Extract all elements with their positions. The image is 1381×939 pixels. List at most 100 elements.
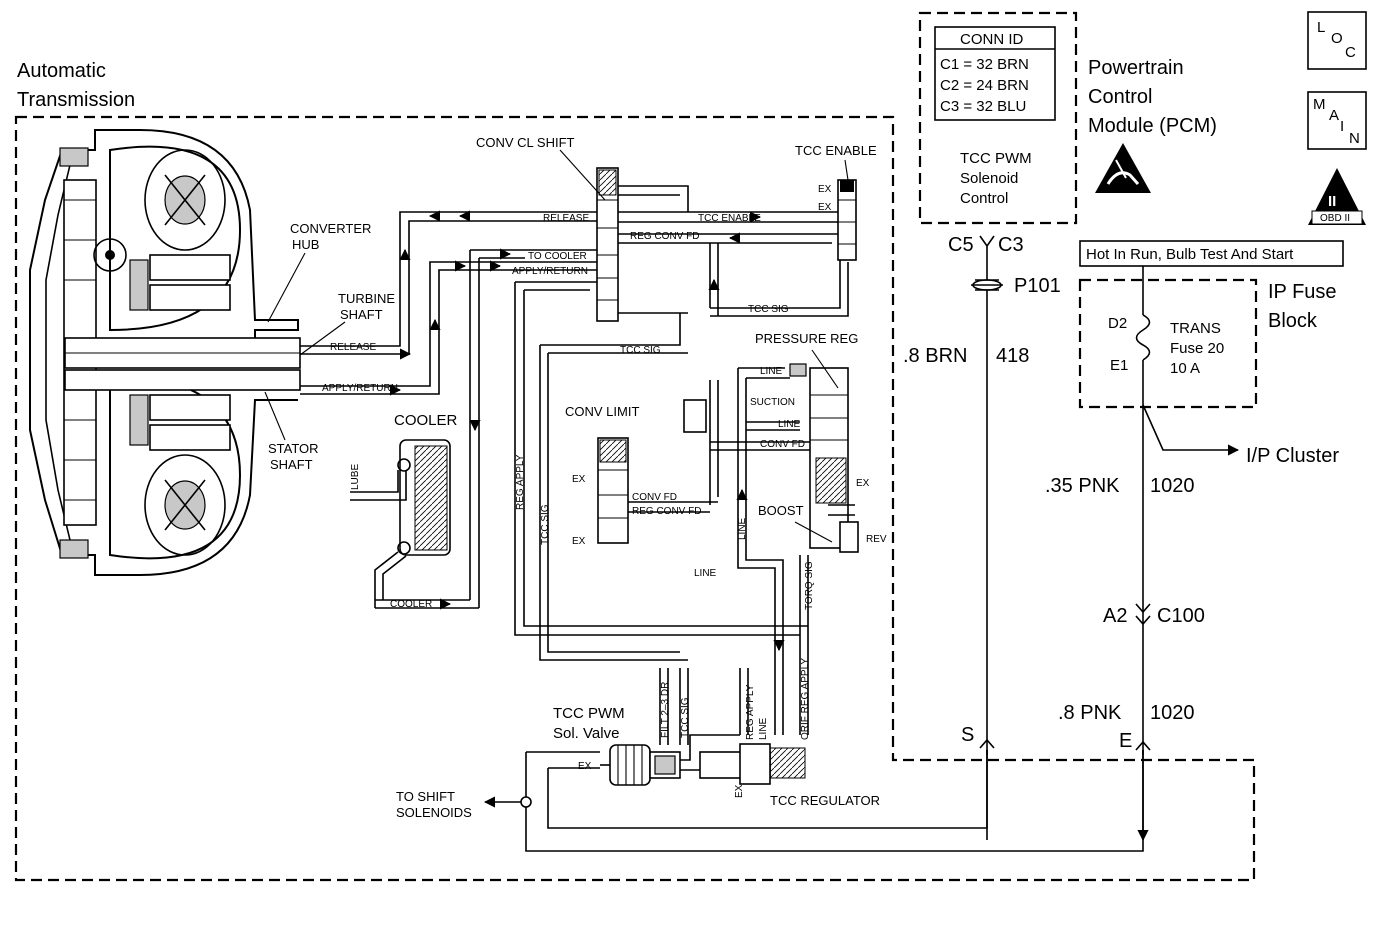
cooler-label: COOLER: [394, 412, 458, 429]
conn-id-row-2: C2 = 24 BRN: [940, 77, 1029, 94]
conv-cl-shift-label: CONV CL SHIFT: [476, 135, 575, 150]
pin-e-connector: [1135, 740, 1151, 751]
ip-cluster-label: I/P Cluster: [1246, 445, 1339, 467]
cooler-bottom-label: COOLER: [390, 599, 432, 610]
fuse-block-label-1: IP Fuse: [1268, 281, 1337, 303]
tcc-enable-ex-2: EX: [818, 202, 832, 213]
suction-label: SUCTION: [750, 397, 795, 408]
fuse-block-label-2: Block: [1268, 310, 1318, 332]
conv-fd-cl-label: CONV FD: [632, 492, 677, 503]
release-shaft-label: RELEASE: [330, 342, 376, 353]
to-shift-solenoids-label-2: SOLENOIDS: [396, 805, 472, 820]
pressure-reg-label: PRESSURE REG: [755, 331, 858, 346]
loc-badge: [1307, 11, 1367, 70]
turbine-shaft-label-1: TURBINE: [338, 291, 395, 306]
esd-warning-icon: [1095, 143, 1151, 193]
d2-label: D2: [1108, 315, 1127, 332]
ip-fuse-block: [1078, 266, 1258, 755]
c100-label: C100: [1157, 605, 1205, 627]
apply-return-label: APPLY/RETURN: [512, 266, 588, 277]
reg-apply-vertical-label: REG APPLY: [515, 454, 526, 510]
apply-return-shaft-label: APPLY/RETURN: [322, 383, 398, 394]
obd-ii-text: OBD II: [1320, 213, 1350, 224]
main-badge-letter-n: N: [1349, 130, 1360, 147]
ex-solenoid-label: EX: [578, 761, 592, 772]
loc-badge-letter-l: L: [1317, 19, 1325, 36]
transmission-boundary: [14, 115, 1256, 882]
conn-id-table: [934, 26, 1056, 121]
to-cooler-label: TO COOLER: [528, 251, 587, 262]
boost-leader: [794, 521, 833, 543]
pcm-name-2: Control: [1088, 86, 1152, 108]
pnk2-wire-number: 1020: [1150, 702, 1195, 724]
reg-conv-fd-top-label: REG CONV FD: [630, 231, 699, 242]
connector-c5-c3: [979, 235, 995, 755]
main-badge: [1307, 91, 1367, 150]
converter-hub-label-2: HUB: [292, 237, 319, 252]
tcc-enable-line-label: TCC ENABLE: [698, 213, 761, 224]
conv-limit-ex-1: EX: [572, 474, 586, 485]
line-vertical-label: LINE: [737, 517, 748, 540]
stator-shaft-leader: [264, 391, 286, 441]
pin-s-label: S: [961, 724, 974, 746]
conv-cl-shift-leader: [559, 149, 606, 201]
turbine-shaft-label-2: SHAFT: [340, 307, 383, 322]
torq-sig-label: TORQ SIG: [804, 561, 815, 610]
splice-p101: [971, 279, 1003, 291]
pcm-control-label-2: Solenoid: [960, 170, 1018, 187]
tcc-pwm-solenoid-valve: [600, 668, 806, 786]
pnk1-wire-gauge: .35 PNK: [1045, 475, 1120, 497]
ex-pressure-reg-label: EX: [856, 478, 870, 489]
line-solenoid-label: LINE: [758, 717, 769, 740]
conn-id-row-1: C1 = 32 BRN: [940, 56, 1029, 73]
pnk1-wire-number: 1020: [1150, 475, 1195, 497]
conv-fd-label: CONV FD: [760, 439, 805, 450]
tcc-sig-right-label: TCC SIG: [748, 304, 789, 315]
torque-converter: [29, 129, 301, 576]
pin-e-label: E: [1119, 730, 1132, 752]
obd-ii-icon: [1308, 168, 1366, 225]
line-2-label: LINE: [778, 419, 801, 430]
stator-shaft-label-1: STATOR: [268, 441, 319, 456]
fuse-label-3: 10 A: [1170, 360, 1200, 377]
brn-wire-gauge: .8 BRN: [903, 345, 967, 367]
transmission-title-2: Transmission: [17, 89, 135, 111]
pcm-control-label-3: Control: [960, 190, 1008, 207]
loc-badge-letter-o: O: [1331, 30, 1343, 47]
hydraulic-passages: [300, 185, 849, 735]
tcc-sig-mid-label: TCC SIG: [620, 345, 661, 356]
tcc-enable-valve: [837, 179, 857, 261]
hot-in-run-label: Hot In Run, Bulb Test And Start: [1086, 246, 1294, 263]
conn-id-row-3: C3 = 32 BLU: [940, 98, 1026, 115]
conv-limit-passages: [628, 501, 718, 513]
ex-regulator-label: EX: [734, 784, 745, 798]
a2-label: A2: [1103, 605, 1127, 627]
to-shift-solenoids-label-1: TO SHIFT: [396, 789, 455, 804]
boost-label: BOOST: [758, 503, 804, 518]
pcm-name-1: Powertrain: [1088, 57, 1184, 79]
converter-hub-leader: [267, 252, 306, 323]
flow-arrows: [389, 210, 785, 652]
conv-limit-label: CONV LIMIT: [565, 404, 639, 419]
rev-label: REV: [866, 534, 887, 545]
converter-hub-label-1: CONVERTER: [290, 221, 371, 236]
pcm-boundary: [918, 11, 1078, 225]
pnk2-wire-gauge: .8 PNK: [1058, 702, 1122, 724]
main-badge-letter-i: I: [1340, 118, 1344, 135]
pressure-reg-leader: [811, 349, 839, 389]
fuse-label-2: Fuse 20: [1170, 340, 1224, 357]
tcc-pwm-sol-label-1: TCC PWM: [553, 705, 625, 722]
lube-label: LUBE: [350, 464, 361, 490]
turbine-shaft-leader: [299, 321, 346, 356]
transmission-title-1: Automatic: [17, 60, 106, 82]
tcc-regulator-label: TCC REGULATOR: [770, 793, 880, 808]
pcm-control-label-1: TCC PWM: [960, 150, 1032, 167]
orif-reg-apply-label: ORIF REG APPLY: [800, 658, 811, 740]
e1-label: E1: [1110, 357, 1128, 374]
filt-label: FILT 2–3 DR: [660, 682, 671, 738]
tcc-sig-solenoid-label: TCC SIG: [680, 697, 691, 738]
hot-in-run-box: [1079, 240, 1344, 267]
cooler-unit: [350, 439, 451, 608]
obd-ii-numeral: II: [1328, 193, 1336, 210]
